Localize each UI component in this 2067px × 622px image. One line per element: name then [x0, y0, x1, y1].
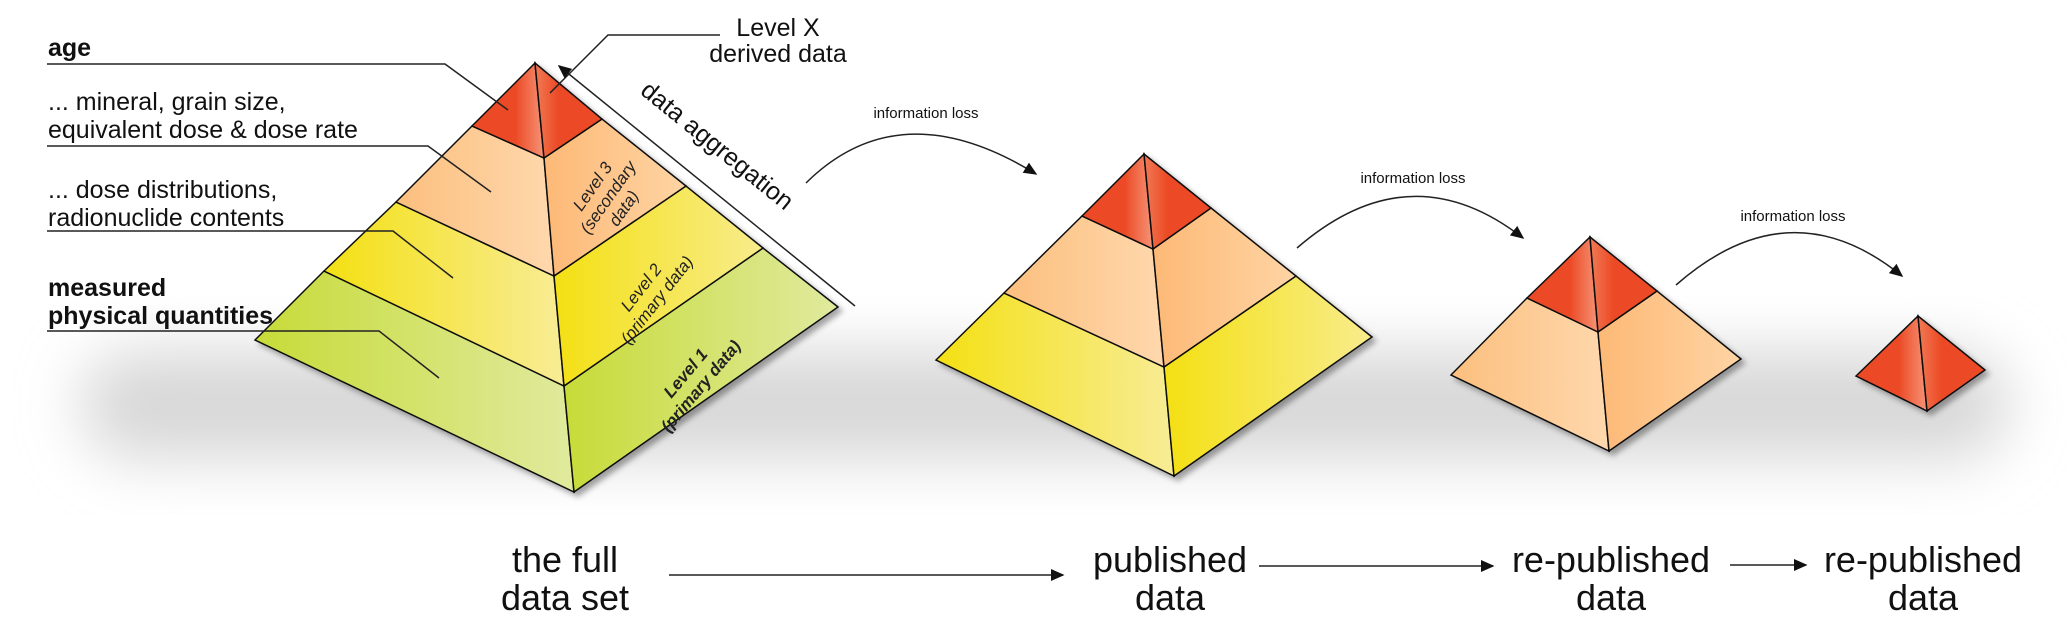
stage-3-line2: data [1576, 577, 1647, 618]
stage-4-line1: re-published [1824, 539, 2022, 580]
info-loss-arrow-2 [1296, 195, 1525, 249]
leader-level-x [549, 34, 720, 94]
label-measured-2: physical quantities [48, 302, 273, 330]
label-dose-2: radionuclide contents [48, 204, 284, 232]
red-right-face [1917, 314, 1987, 413]
leader-measured [47, 330, 440, 379]
leader-mineral [47, 145, 492, 193]
info-loss-label-1: information loss [873, 105, 978, 122]
label-age: age [48, 34, 91, 62]
stage-2-line1: published [1093, 539, 1247, 580]
label-dose-1: ... dose distributions, [48, 176, 277, 204]
leader-dose [47, 230, 454, 279]
stage-2-line2: data [1135, 577, 1206, 618]
info-loss-arrow-1 [805, 133, 1038, 184]
pyramid-full-data-set [253, 61, 840, 494]
stage-1-line2: data set [501, 577, 629, 618]
red-right-face [1143, 152, 1213, 251]
leader-age [47, 63, 509, 111]
pyramid-re-published-2 [1854, 314, 1987, 413]
info-loss-label-3: information loss [1740, 208, 1845, 225]
label-measured-1: measured [48, 274, 166, 302]
stage-4-line2: data [1888, 577, 1959, 618]
data-aggregation-arrow [557, 65, 856, 307]
pyramid-published [934, 152, 1374, 478]
info-loss-arrow-3 [1675, 231, 1904, 286]
pyramid-re-published [1449, 235, 1743, 453]
info-loss-label-2: information loss [1360, 170, 1465, 187]
stage-3-line1: re-published [1512, 539, 1710, 580]
label-level-x-2: derived data [709, 40, 847, 68]
label-mineral-1: ... mineral, grain size, [48, 88, 286, 116]
label-mineral-2: equivalent dose & dose rate [48, 116, 358, 144]
levelx-right-face [534, 61, 604, 160]
red-right-face [1589, 235, 1659, 334]
label-level-x-1: Level X [736, 14, 820, 42]
stage-1-line1: the full [512, 539, 618, 580]
